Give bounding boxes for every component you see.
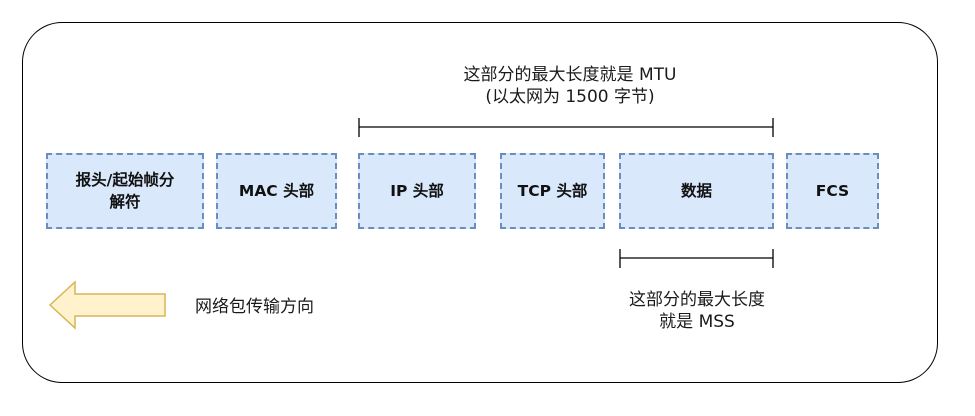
mss-bracket bbox=[619, 249, 774, 268]
mac-header-field: MAC 头部 bbox=[216, 153, 337, 229]
left-arrow-icon bbox=[48, 280, 166, 330]
data-field: 数据 bbox=[619, 153, 774, 229]
tcp-header-field: TCP 头部 bbox=[500, 153, 605, 229]
direction-label: 网络包传输方向 bbox=[195, 297, 314, 317]
ip-header-field: IP 头部 bbox=[358, 153, 476, 229]
fcs-field: FCS bbox=[786, 153, 879, 229]
mtu-bracket bbox=[358, 118, 774, 137]
mtu-caption: 这部分的最大长度就是 MTU (以太网为 1500 字节) bbox=[463, 65, 677, 107]
preamble-sfd-field: 报头/起始帧分 解符 bbox=[46, 153, 204, 229]
outer-frame bbox=[22, 22, 938, 383]
mss-caption: 这部分的最大长度 就是 MSS bbox=[629, 290, 765, 332]
